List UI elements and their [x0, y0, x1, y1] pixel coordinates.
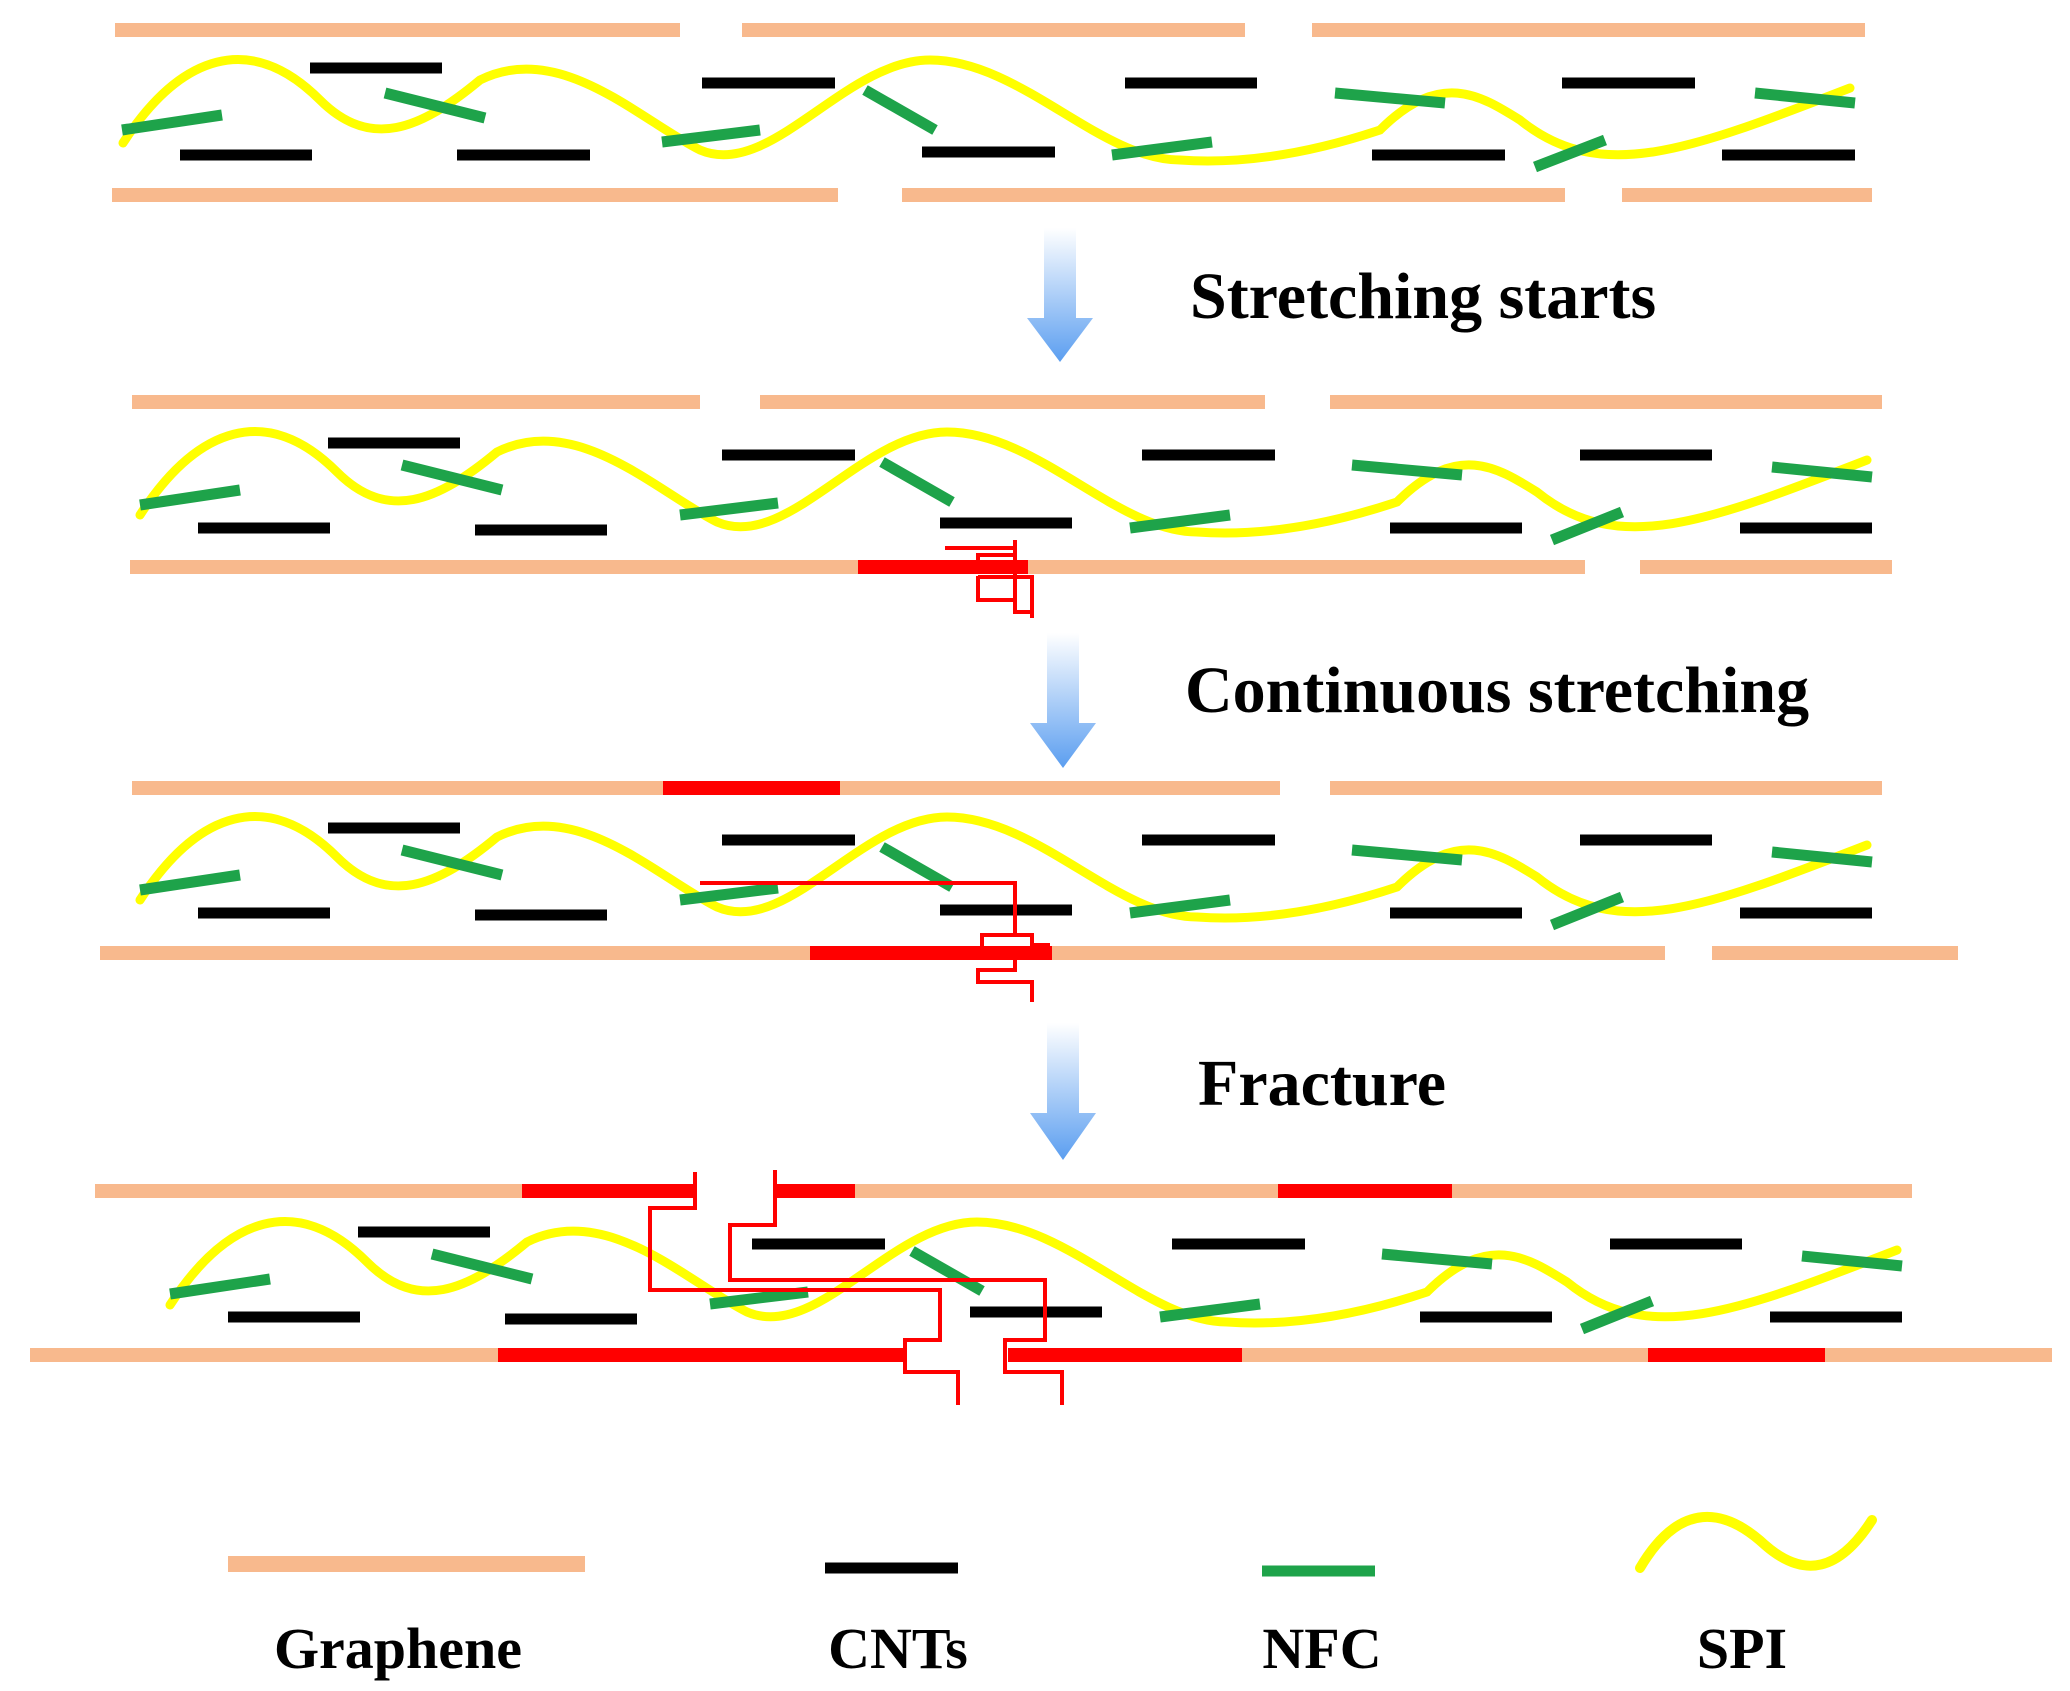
step-arrow-1 [1027, 228, 1093, 362]
step-label-fracture: Fracture [1198, 1047, 1446, 1120]
crack-path [945, 540, 1034, 618]
graphene-sheets [100, 781, 1958, 960]
nfc-rods [121, 85, 1856, 173]
panel-continuous-stretching [100, 781, 1958, 1002]
spi-wave [118, 55, 1855, 166]
panel-initial [112, 23, 1872, 202]
nfc-rods [139, 842, 1873, 931]
crack-path [1015, 933, 1050, 947]
cnt-rods [228, 1226, 1902, 1325]
step-label-continuous-stretching: Continuous stretching [1185, 654, 1809, 727]
crack-path [648, 1172, 960, 1405]
crack-path [976, 548, 1032, 614]
nfc-rods [169, 1246, 1903, 1335]
cnt-rods [198, 822, 1872, 921]
legend-label-cnts: CNTs [828, 1616, 968, 1681]
spi-legend-swatch [1635, 1512, 1877, 1573]
step-arrow-2 [1030, 633, 1096, 768]
step-arrow-3 [1030, 1023, 1096, 1160]
legend-label-spi: SPI [1697, 1616, 1787, 1681]
spi-wave [135, 427, 1872, 538]
legend-label-nfc: NFC [1262, 1616, 1381, 1681]
spi-wave [165, 1217, 1902, 1328]
crack-path [700, 881, 1034, 1002]
panel-stretching-starts [130, 395, 1892, 618]
crack-segments [498, 1184, 1825, 1362]
legend: Graphene CNTs NFC SPI [228, 1512, 1877, 1681]
step-label-stretching-starts: Stretching starts [1190, 260, 1656, 333]
crack-path [728, 1170, 1064, 1405]
panel-fracture [30, 1170, 2052, 1405]
graphene-sheets [130, 395, 1892, 574]
nfc-rods [139, 457, 1873, 546]
legend-label-graphene: Graphene [274, 1616, 522, 1681]
cnt-rods [180, 62, 1855, 161]
graphene-sheets [112, 23, 1872, 202]
spi-wave [135, 812, 1872, 923]
cnt-rods [198, 437, 1872, 536]
graphene-sheets [30, 1184, 2052, 1362]
